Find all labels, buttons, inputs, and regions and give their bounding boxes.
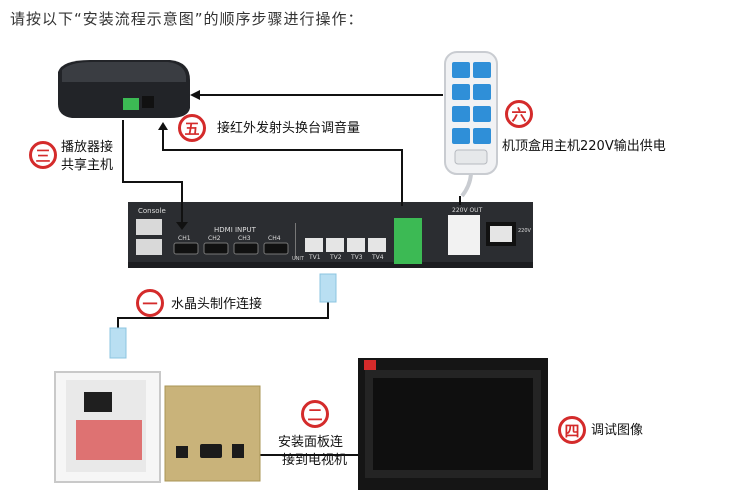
step-6-label: 机顶盒用主机220V输出供电 xyxy=(502,139,666,154)
step-6-badge: 六 xyxy=(505,100,533,128)
console-label: Console xyxy=(138,207,166,215)
step-3-label-line1: 播放器接 xyxy=(61,140,114,155)
hdmi-port-ch2: CH2 xyxy=(208,235,221,242)
step-5-label: 接红外发射头换台调音量 xyxy=(217,121,361,136)
tv-port-4: TV4 xyxy=(372,254,384,261)
power-strip xyxy=(444,51,498,198)
step-3-label-line2: 共享主机 xyxy=(61,158,114,173)
hdmi-input-label: HDMI INPUT xyxy=(214,226,256,234)
unit-label: UNIT xyxy=(292,256,304,262)
page-title: 请按以下“安装流程示意图”的顺序步骤进行操作： xyxy=(10,10,364,28)
arrowheads xyxy=(158,90,200,230)
set-top-box xyxy=(58,60,190,118)
wall-panel-white xyxy=(54,371,161,483)
power-in-label: 220V xyxy=(518,228,531,234)
step-4-label: 调试图像 xyxy=(591,423,644,438)
step-2-label-line2: 接到电视机 xyxy=(282,453,348,468)
step-2-label-line1: 安装面板连 xyxy=(278,435,344,450)
tv-port-3: TV3 xyxy=(351,254,363,261)
stb-terminal-icon xyxy=(123,98,139,110)
hdmi-port-ch3: CH3 xyxy=(238,235,251,242)
wall-panel-gold xyxy=(164,385,261,482)
host-unit xyxy=(128,202,533,268)
step-1-label: 水晶头制作连接 xyxy=(171,297,263,312)
step-1-badge: 一 xyxy=(136,289,164,317)
tv-port-1: TV1 xyxy=(309,254,321,261)
step-4-badge: 四 xyxy=(558,416,586,444)
power-out-label: 220V OUT xyxy=(452,207,483,214)
step-2-badge: 二 xyxy=(301,400,329,428)
rj45-connector xyxy=(109,273,337,359)
hdmi-port-ch1: CH1 xyxy=(178,235,191,242)
tv-port-2: TV2 xyxy=(330,254,342,261)
step-5-badge: 五 xyxy=(178,114,206,142)
television xyxy=(358,358,548,490)
hdmi-port-ch4: CH4 xyxy=(268,235,281,242)
step-3-badge: 三 xyxy=(29,141,57,169)
